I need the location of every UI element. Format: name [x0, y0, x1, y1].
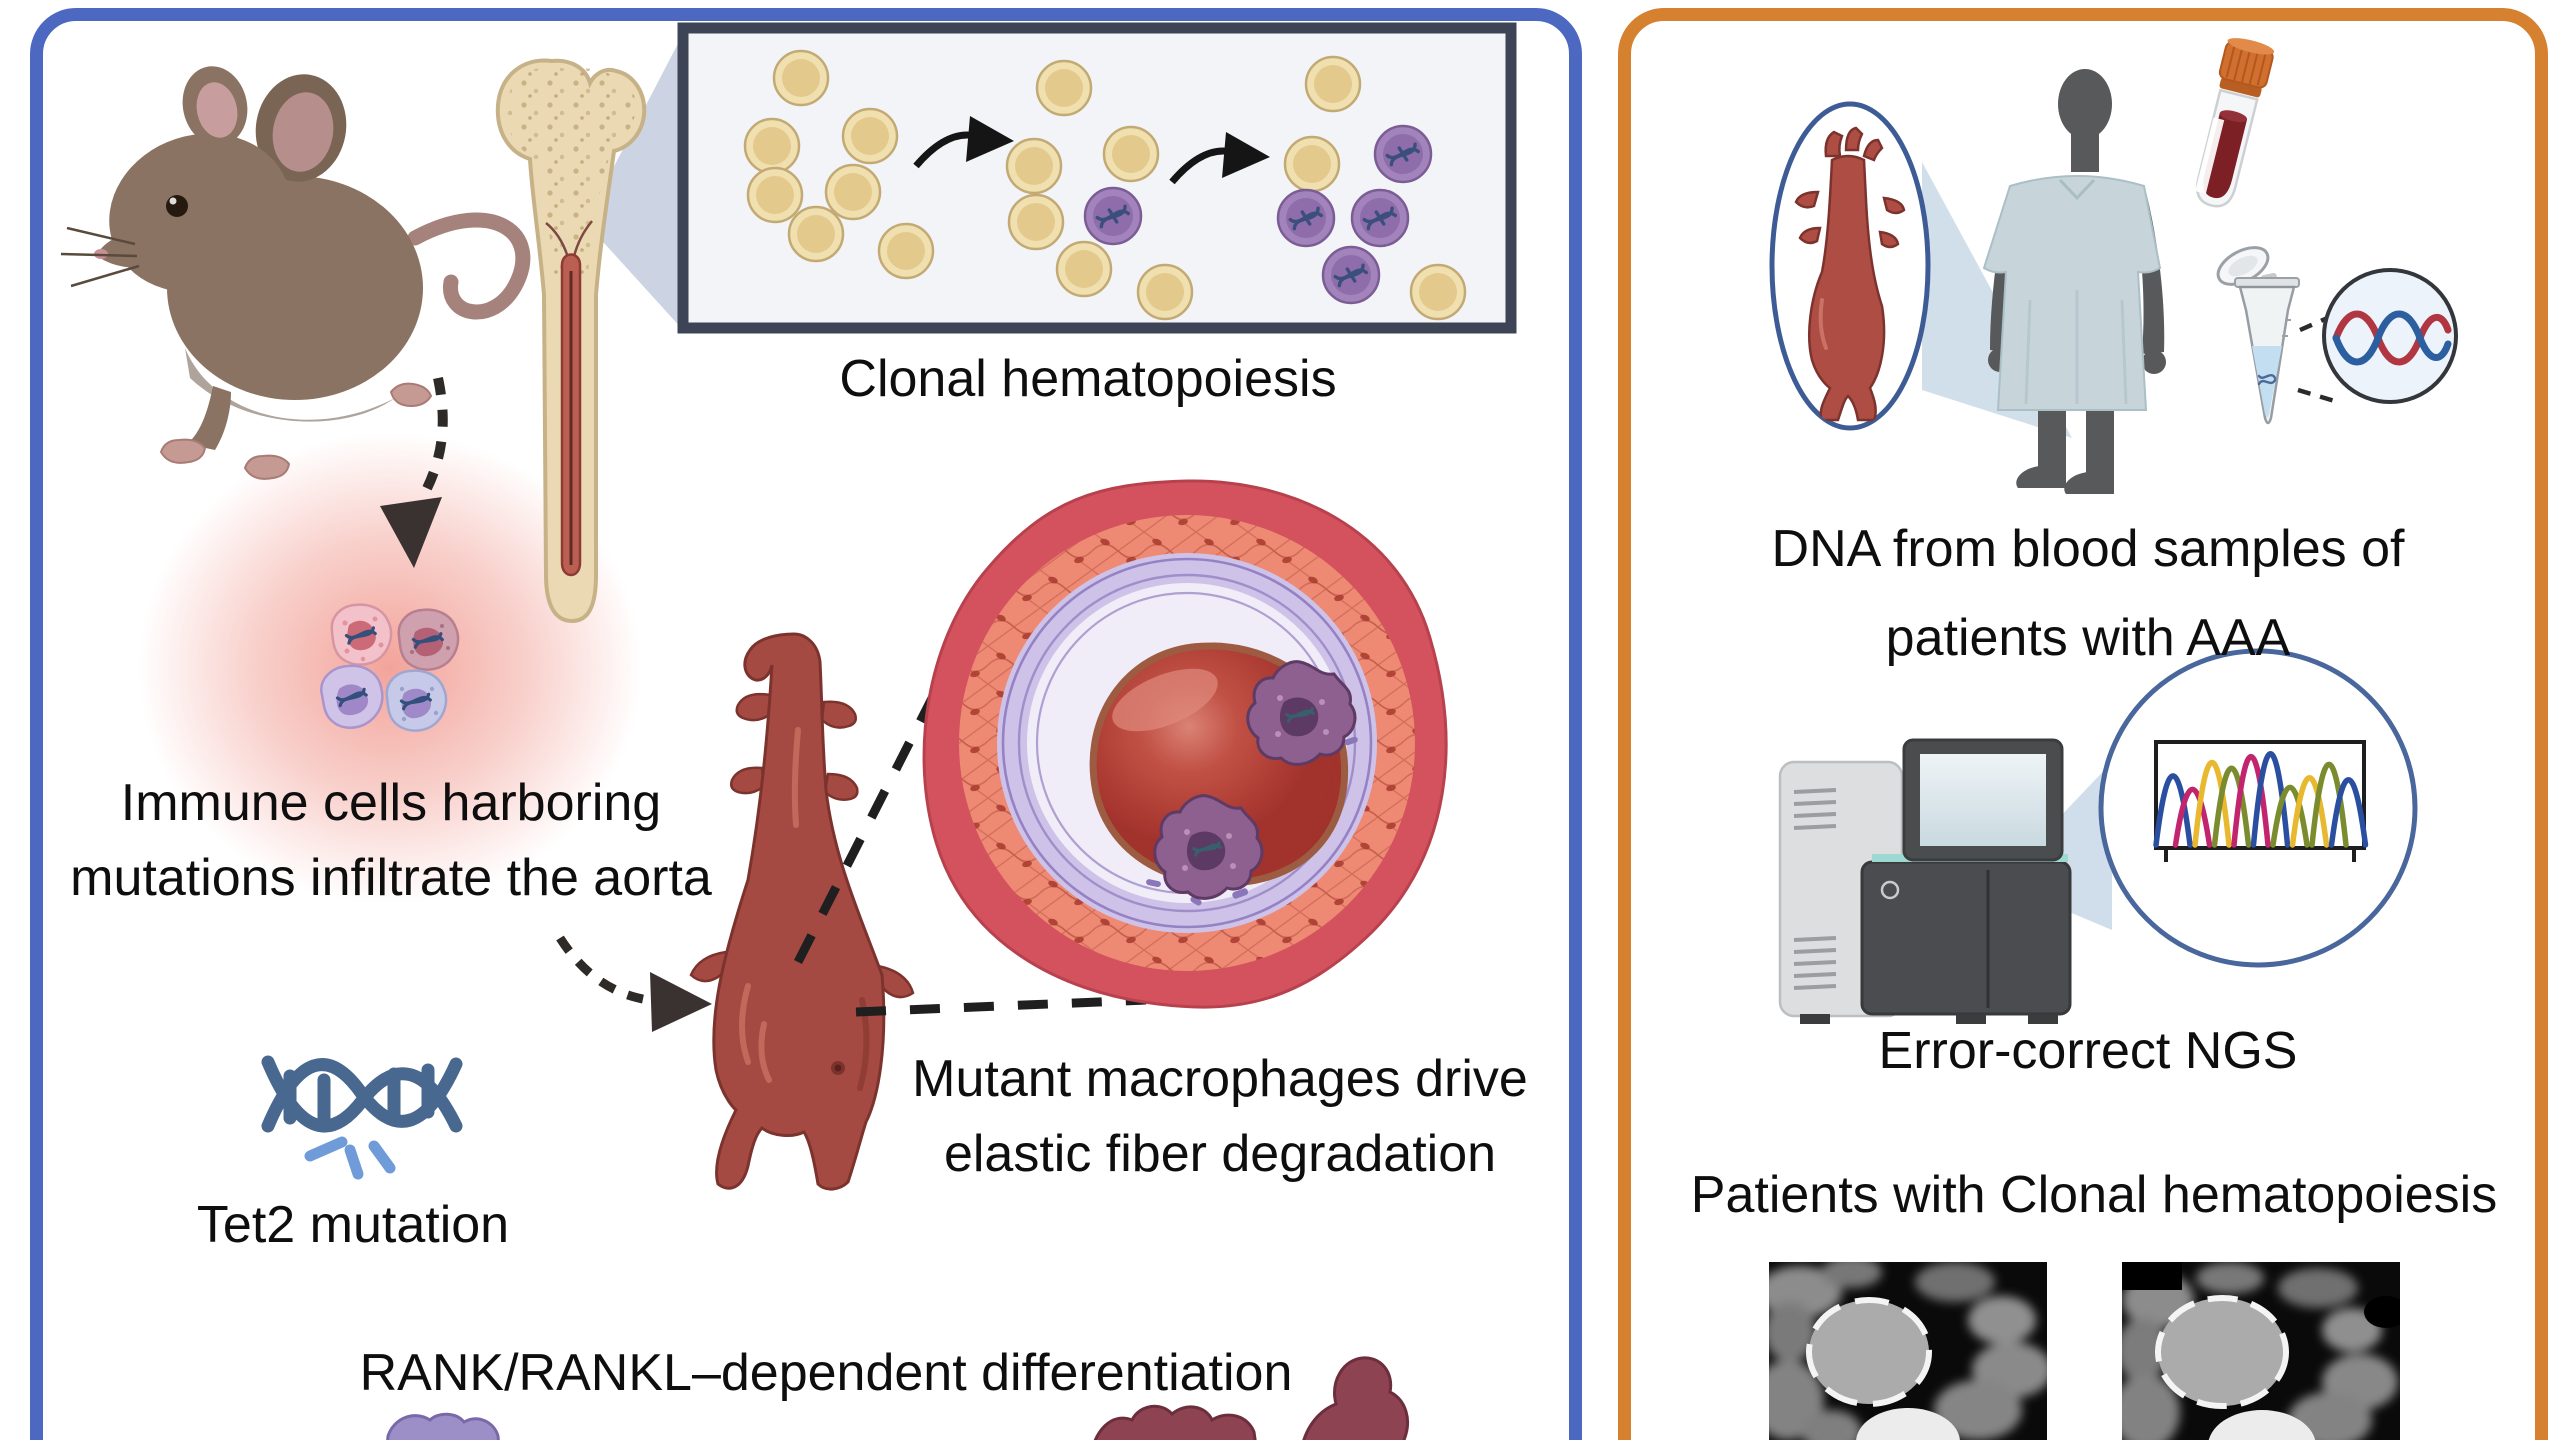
- macrophage-caption-line1: Mutant macrophages drive: [912, 1050, 1528, 1108]
- error-correct-ngs-label: Error-correct NGS: [1878, 1022, 2298, 1080]
- dna-caption-line1: DNA from blood samples of: [1771, 520, 2405, 578]
- immune-caption-line1: Immune cells harboring: [120, 774, 662, 832]
- immune-caption-line2: mutations infiltrate the aorta: [70, 849, 712, 908]
- macrophage-caption-line2: elastic fiber degradation: [943, 1125, 1497, 1184]
- dna-samples-caption: DNA from blood samples of patients with …: [1688, 505, 2488, 684]
- rank-rankl-caption: RANK/RANKL–dependent differentiation: [359, 1344, 1293, 1402]
- clonal-hematopoiesis-label: Clonal hematopoiesis: [839, 350, 1337, 408]
- dna-caption-line2: patients with AAA: [1885, 609, 2291, 668]
- immune-cells-caption: Immune cells harboring mutations infiltr…: [0, 766, 791, 917]
- patients-clonal-hematopoiesis-label: Patients with Clonal hematopoiesis: [1690, 1166, 2498, 1224]
- tet2-mutation-label: Tet2 mutation: [196, 1196, 510, 1254]
- mutant-macrophages-caption: Mutant macrophages drive elastic fiber d…: [820, 1042, 1620, 1193]
